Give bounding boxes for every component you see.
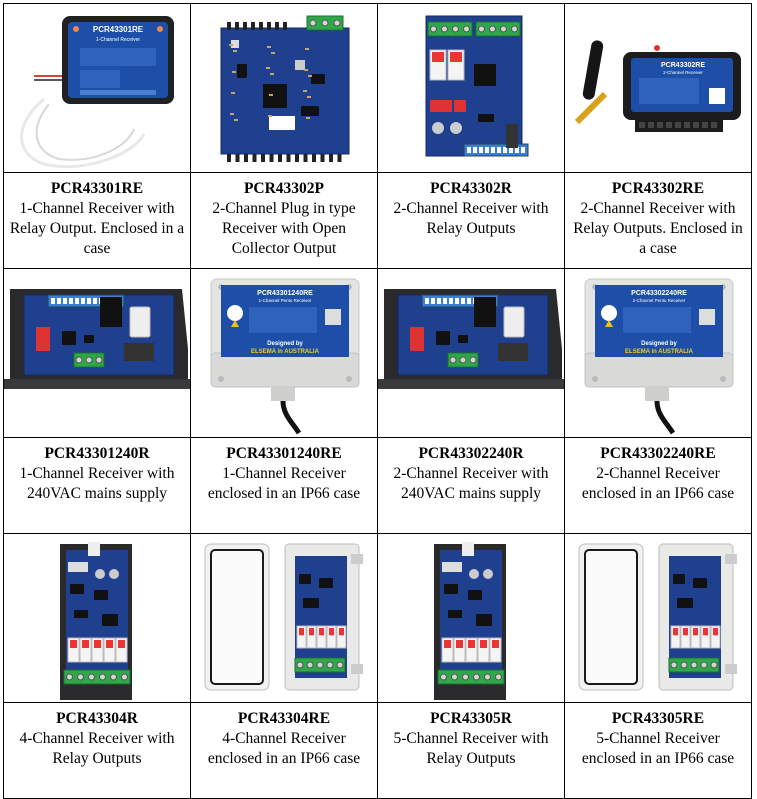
product-text-cell: PCR43302P 2-Channel Plug in type Receiver… [190, 172, 378, 269]
product-code: PCR43304RE [237, 710, 331, 727]
product-code: PCR43301RE [50, 180, 144, 197]
product-image [378, 534, 564, 702]
product-image [378, 269, 564, 437]
product-code: PCR43302240R [418, 445, 524, 462]
product-description: 5-Channel Receiver enclosed in an IP66 c… [581, 730, 735, 767]
product-code: PCR43301240R [44, 445, 150, 462]
product-text-cell: PCR43305R 5-Channel Receiver with Relay O… [377, 702, 565, 799]
product-code: PCR43302R [430, 180, 512, 197]
product-text-cell: PCR43304RE 4-Channel Receiver enclosed in… [190, 702, 378, 799]
text-row: PCR43301RE 1-Channel Receiver with Relay … [3, 172, 752, 269]
product-photo-tall-board [60, 542, 132, 700]
product-description: 2-Channel Plug in type Receiver with Ope… [212, 200, 356, 257]
enclosure-label: PCR43302RE [661, 62, 705, 69]
enclosure-label: PCR43301RE [93, 25, 144, 34]
enclosure-label: PCR43301240RE [257, 290, 313, 297]
product-text-cell: PCR43302240RE 2-Channel Receiver enclosed… [564, 437, 752, 534]
product-image-cell [190, 533, 378, 703]
product-image-cell: PCR43301RE 1-Channel Receiver [3, 3, 191, 173]
product-description: 1-Channel Receiver enclosed in an IP66 c… [207, 465, 361, 502]
svg-text:Designed by: Designed by [267, 341, 303, 347]
product-text-cell: PCR43304R 4-Channel Receiver with Relay O… [3, 702, 191, 799]
product-description: 4-Channel Receiver enclosed in an IP66 c… [207, 730, 361, 767]
product-description: 2-Channel Receiver with 240VAC mains sup… [393, 465, 549, 502]
svg-text:ELSEMA in AUSTRALIA: ELSEMA in AUSTRALIA [251, 349, 320, 355]
product-image [378, 4, 564, 172]
product-image [191, 534, 377, 702]
product-text-cell: PCR43302RE 2-Channel Receiver with Relay … [564, 172, 752, 269]
product-photo-plugin-board [220, 15, 350, 162]
product-photo-relay-board [425, 15, 529, 157]
product-description: 1-Channel Receiver with Relay Output. En… [9, 200, 185, 257]
svg-text:1-Channel Receiver: 1-Channel Receiver [96, 37, 141, 43]
product-image-cell [190, 3, 378, 173]
product-image [4, 534, 190, 702]
product-code: PCR43305R [430, 710, 512, 727]
product-description: 2-Channel Receiver enclosed in an IP66 c… [581, 465, 735, 502]
svg-text:ELSEMA in AUSTRALIA: ELSEMA in AUSTRALIA [625, 349, 694, 355]
product-description: 2-Channel Receiver with Relay Outputs. E… [573, 200, 743, 257]
product-photo-mains-board [378, 269, 564, 437]
svg-text:Designed by: Designed by [641, 341, 677, 347]
product-image-cell [3, 533, 191, 703]
product-code: PCR43305RE [611, 710, 705, 727]
product-code: PCR43304R [56, 710, 138, 727]
product-text-cell: PCR43301240R 1-Channel Receiver with 240V… [3, 437, 191, 534]
product-photo-small-enclosure: PCR43301RE 1-Channel Receiver [20, 16, 174, 169]
enclosure-label: PCR43302240RE [631, 290, 687, 297]
svg-text:2-Channel Pentu Receiver: 2-Channel Pentu Receiver [633, 298, 686, 303]
product-description: 4-Channel Receiver with Relay Outputs [19, 730, 175, 767]
svg-text:1-Channel Pentu Receiver: 1-Channel Pentu Receiver [259, 298, 312, 303]
product-text-cell: PCR43305RE 5-Channel Receiver enclosed in… [564, 702, 752, 799]
product-image-cell [377, 3, 565, 173]
product-image-cell [3, 268, 191, 438]
product-image-cell [377, 533, 565, 703]
product-photo-open-case [204, 543, 363, 691]
product-text-cell: PCR43301RE 1-Channel Receiver with Relay … [3, 172, 191, 269]
product-description: 5-Channel Receiver with Relay Outputs [393, 730, 549, 767]
text-row: PCR43301240R 1-Channel Receiver with 240V… [3, 437, 752, 534]
product-text-cell: PCR43302240R 2-Channel Receiver with 240V… [377, 437, 565, 534]
product-photo-tall-board [434, 542, 506, 700]
product-code: PCR43302240RE [600, 445, 716, 462]
product-description: 2-Channel Receiver with Relay Outputs [393, 200, 549, 237]
product-text-cell: PCR43302R 2-Channel Receiver with Relay O… [377, 172, 565, 269]
product-photo-open-case [578, 543, 737, 691]
product-photo-mains-board [4, 269, 190, 437]
product-description: 1-Channel Receiver with 240VAC mains sup… [19, 465, 175, 502]
product-code: PCR43302P [243, 180, 325, 197]
text-row: PCR43304R 4-Channel Receiver with Relay O… [3, 702, 752, 799]
svg-text:2-Channel Receiver: 2-Channel Receiver [663, 70, 703, 75]
product-image [4, 269, 190, 437]
product-text-cell: PCR43301240RE 1-Channel Receiver enclosed… [190, 437, 378, 534]
product-code: PCR43302RE [611, 180, 705, 197]
product-code: PCR43301240RE [226, 445, 342, 462]
product-image [565, 534, 751, 702]
product-image-cell [564, 533, 752, 703]
product-image [191, 4, 377, 172]
image-row [3, 533, 752, 703]
product-image: PCR43301RE 1-Channel Receiver [4, 4, 190, 172]
product-image-cell [377, 268, 565, 438]
